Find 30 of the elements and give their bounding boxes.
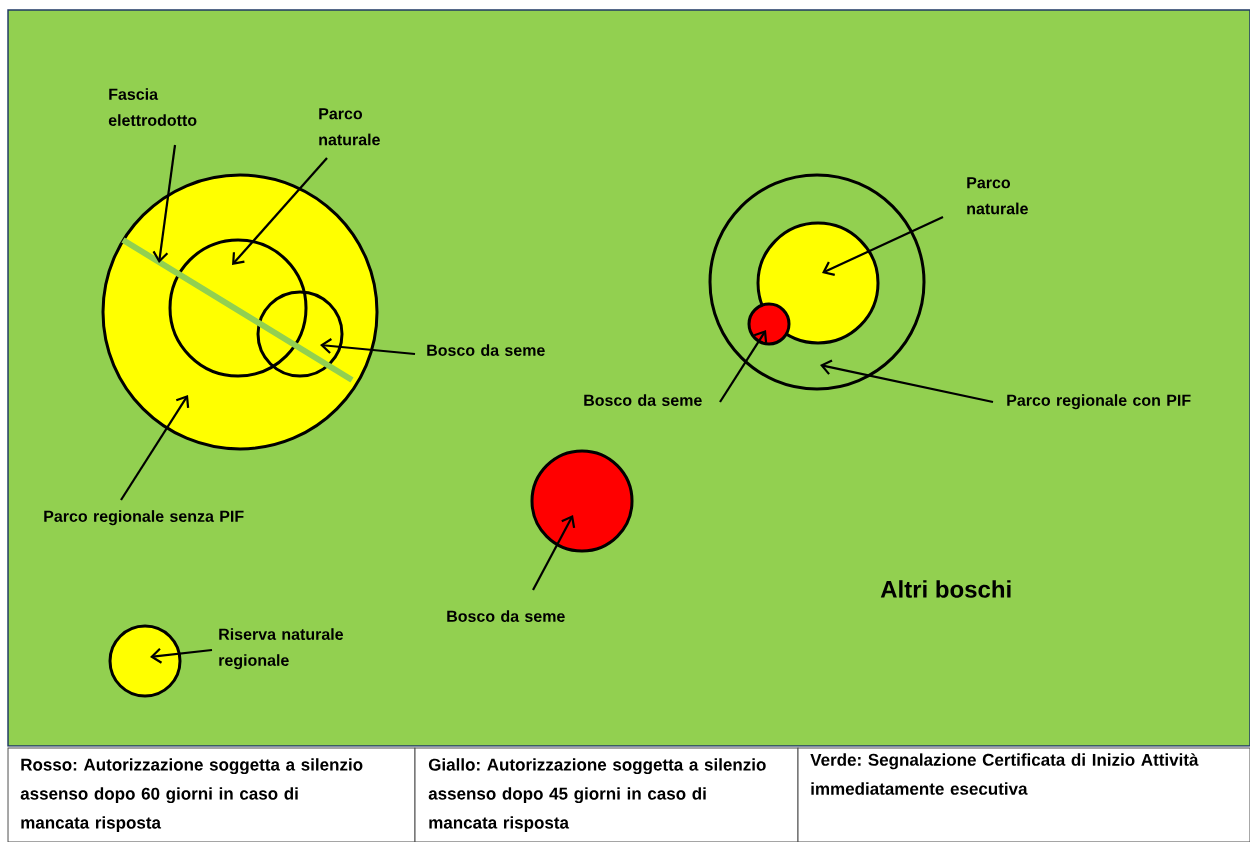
circle-area xyxy=(256,290,344,378)
callout-text: Parco regionale senza PIF xyxy=(44,510,244,526)
leader-arrow xyxy=(822,216,944,276)
callout-text: Parco regionale con PIF xyxy=(1007,394,1191,410)
leader-arrow xyxy=(120,395,190,501)
table-cell: Rosso: Autorizzazione soggetta a silenzio assenso dopo 60 giorni in caso di mancata risposta xyxy=(7,747,416,842)
circle-area xyxy=(708,173,926,391)
table-cell: Verde: Segnalazione Certificata di Inizio Attività immediatamente esecutiva xyxy=(797,747,1250,842)
circle-area xyxy=(168,238,308,378)
circle-area xyxy=(747,302,791,346)
callout-text: Bosco da seme xyxy=(584,394,702,406)
callout-text: Bosco da seme xyxy=(447,610,565,622)
callout-text: Bosco da seme xyxy=(427,344,545,356)
leader-arrow xyxy=(719,330,768,403)
circle-area xyxy=(101,173,379,451)
circle-area xyxy=(530,449,634,553)
circle-area xyxy=(756,221,880,345)
callout-text: Fascia elettrodotto xyxy=(108,88,197,126)
leader-arrow xyxy=(820,359,994,404)
callout-text: Riserva naturale regionale xyxy=(219,628,344,670)
leader-arrow xyxy=(152,144,177,263)
leader-arrow xyxy=(150,648,213,664)
leader-arrow xyxy=(232,157,328,265)
circle-area xyxy=(108,624,182,698)
callout-text: Parco naturale xyxy=(319,108,380,146)
leader-arrow xyxy=(320,338,416,356)
table-cell: Giallo: Autorizzazione soggetta a silenzio assenso dopo 45 giorni in caso di mancata risposta xyxy=(414,747,799,842)
leader-arrow xyxy=(532,515,576,591)
callout-text: Parco naturale xyxy=(967,177,1028,215)
area-label: Altri boschi xyxy=(880,580,1011,598)
